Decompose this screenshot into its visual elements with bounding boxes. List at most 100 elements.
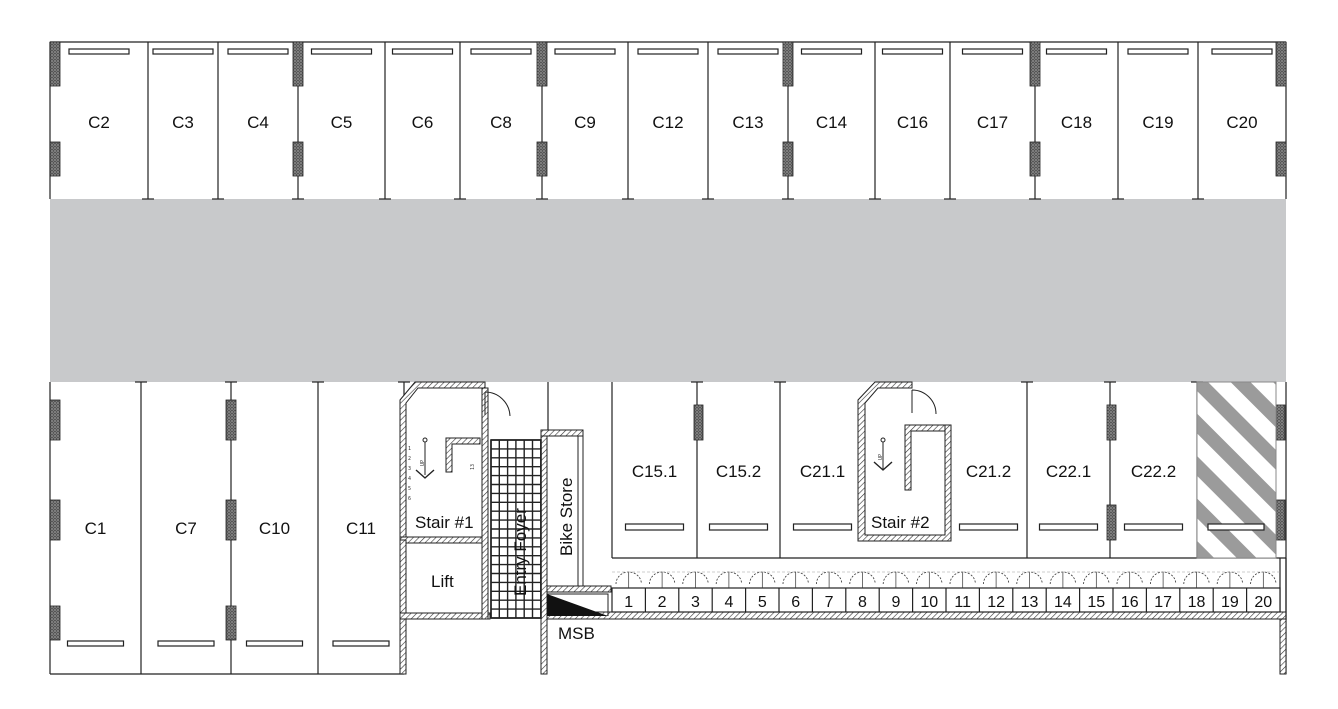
bike-rack-number: 2 [658, 594, 667, 611]
bay-label: C16 [897, 113, 928, 132]
column [49, 499, 61, 541]
bike-wall-right [577, 435, 584, 587]
bay-label: C2 [88, 113, 110, 132]
column [292, 141, 304, 177]
core-wall-mid [399, 536, 489, 544]
bay-label: C18 [1061, 113, 1092, 132]
wheel-stop [1123, 523, 1184, 531]
foyer-wall-right [540, 429, 548, 675]
column [1029, 141, 1041, 177]
bay-label: C5 [331, 113, 353, 132]
bay-label: C3 [172, 113, 194, 132]
column [1106, 404, 1117, 441]
wheel-stop [800, 48, 863, 55]
bay-label: C1 [85, 519, 107, 538]
wheel-stop [792, 523, 853, 531]
no-parking-hatched-bay [1196, 381, 1277, 559]
lift-label: Lift [431, 572, 454, 591]
svg-text:5: 5 [408, 486, 411, 492]
core-area: 1 2 3 4 5 6 13 UP [399, 381, 1287, 675]
msb-panel [547, 594, 608, 616]
stair2-door [911, 389, 937, 415]
bay-label: C7 [175, 519, 197, 538]
entry-foyer-grid [490, 439, 542, 619]
bike-rack-number: 14 [1054, 594, 1072, 611]
column [1275, 141, 1287, 177]
wheel-stop [245, 640, 304, 647]
wheel-stop [1038, 523, 1099, 531]
bay-label: C21.1 [800, 462, 845, 481]
bike-rack-number: 11 [954, 594, 971, 611]
wheel-stop [961, 48, 1024, 55]
column [782, 41, 794, 87]
wheel-stop [1207, 523, 1265, 531]
bay-label: C6 [412, 113, 434, 132]
bay-label: C15.2 [716, 462, 761, 481]
stair1-door [484, 391, 511, 417]
wheel-stop [958, 523, 1019, 531]
svg-text:4: 4 [408, 476, 411, 482]
column [49, 605, 61, 641]
stair2-flight [904, 424, 946, 491]
wheel-stop [554, 48, 616, 55]
column [693, 404, 704, 441]
column [225, 399, 237, 441]
wheel-stop [332, 640, 390, 647]
wheel-stop [310, 48, 373, 55]
stair1-up-label: UP [420, 460, 426, 466]
svg-text:3: 3 [408, 466, 411, 472]
bike-rack-number: 3 [691, 594, 700, 611]
core-wall-left [399, 539, 407, 675]
bay-label: C19 [1142, 113, 1173, 132]
bay-label: C8 [490, 113, 512, 132]
wheel-stop [717, 48, 779, 55]
wheel-stop [1127, 48, 1189, 55]
column [1275, 41, 1287, 87]
bike-rack-number: 10 [920, 594, 938, 611]
column [1275, 404, 1286, 441]
bike-rack-number: 20 [1254, 594, 1272, 611]
wheel-stop [1045, 48, 1108, 55]
rack-wall-bottom [546, 611, 1287, 620]
bottom-left-parking-row: C1 C7 C10 C11 [49, 381, 410, 674]
column [292, 41, 304, 87]
bay-label: C9 [574, 113, 596, 132]
wheel-stop [66, 640, 125, 647]
bike-rack-number: 19 [1221, 594, 1239, 611]
column [1106, 504, 1117, 541]
bike-rack-number: 4 [724, 594, 733, 611]
bike-store-label: Bike Store [557, 478, 576, 556]
stair2-label: Stair #2 [871, 513, 930, 532]
bike-rack-number: 13 [1021, 594, 1039, 611]
bay-label: C22.2 [1131, 462, 1176, 481]
bay-label: C22.1 [1046, 462, 1091, 481]
bay-label: C14 [816, 113, 847, 132]
column [536, 141, 548, 177]
wheel-stop [624, 523, 685, 531]
stair1-step-numbers: 1 [408, 446, 411, 452]
bike-rack-number: 17 [1154, 594, 1172, 611]
column [782, 141, 794, 177]
bike-rack-number: 18 [1188, 594, 1206, 611]
bike-rack-number: 16 [1121, 594, 1139, 611]
bike-rack-number: 9 [891, 594, 900, 611]
bike-wall [540, 429, 584, 437]
column [1029, 41, 1041, 87]
bike-rack-number: 15 [1087, 594, 1105, 611]
core-wall-right-1 [481, 387, 489, 620]
bike-rack-number: 6 [791, 594, 800, 611]
bay-label: C20 [1226, 113, 1257, 132]
wheel-stop [68, 48, 130, 55]
stair1-flight [445, 437, 481, 473]
column [1275, 499, 1286, 541]
column [225, 499, 237, 541]
bay-label: C15.1 [632, 462, 677, 481]
bay-label: C11 [346, 519, 376, 538]
wheel-stop [227, 48, 289, 55]
bay-label: C13 [732, 113, 763, 132]
bay-label: C17 [977, 113, 1008, 132]
bay-label: C10 [259, 519, 290, 538]
